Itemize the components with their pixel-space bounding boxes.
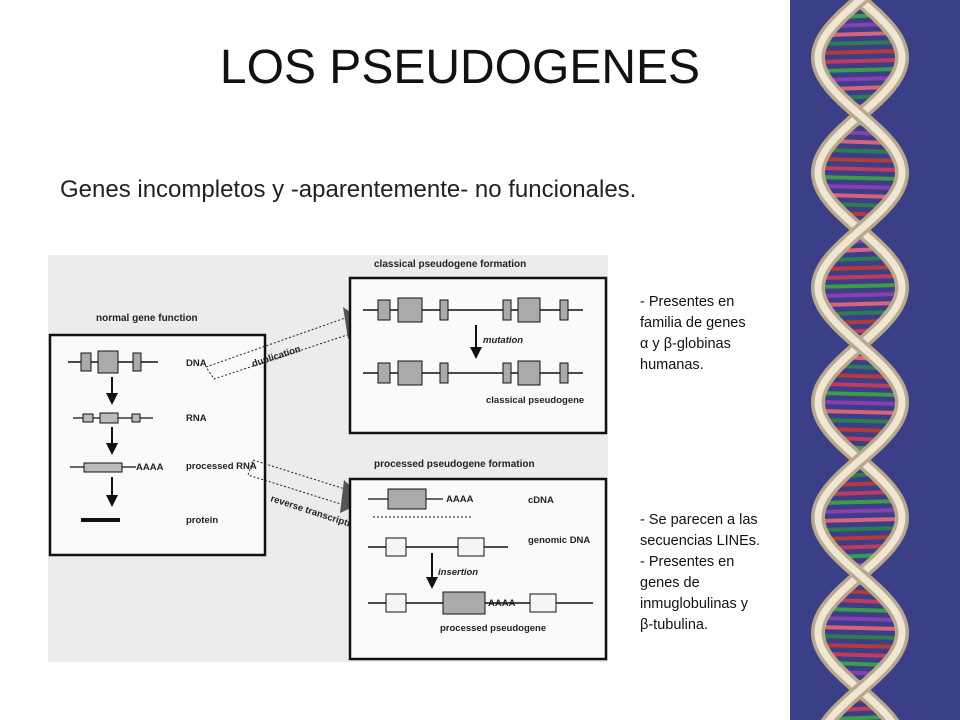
note-line: β-tubulina. (640, 617, 708, 633)
pseudogene-diagram: normal gene function AAAA DNA RNA proces… (48, 255, 608, 662)
insertion-label: insertion (438, 567, 478, 578)
note-lines-tubulin: - Se parecen a las secuencias LINEs. - P… (640, 510, 790, 636)
stage-label-protein: protein (186, 515, 218, 526)
normal-gene-title: normal gene function (96, 313, 198, 324)
note-line: inmuglobulinas y (640, 596, 749, 612)
note-line: humanas. (640, 357, 704, 373)
classical-pseudogene-title: classical pseudogene formation (374, 259, 526, 270)
mutation-label: mutation (483, 335, 523, 346)
note-globins: - Presentes en familia de genes α y β-gl… (640, 292, 790, 376)
processed-pseudogene-label: processed pseudogene (440, 623, 546, 634)
note-line: - Se parecen a las (640, 512, 758, 528)
stage-label-dna: DNA (186, 358, 207, 369)
genomic-dna-label: genomic DNA (528, 535, 590, 546)
note-line: secuencias LINEs. (640, 533, 761, 549)
note-line: familia de genes (640, 315, 746, 331)
cdna-label: cDNA (528, 495, 554, 506)
note-line: genes de (640, 575, 700, 591)
stage-label-rna: RNA (186, 413, 207, 424)
classical-pseudogene-label: classical pseudogene (486, 395, 584, 406)
stage-label-processed-rna: processed RNA (186, 461, 257, 472)
slide-subtitle: Genes incompletos y -aparentemente- no f… (60, 176, 637, 203)
slide-title: LOS PSEUDOGENES (219, 41, 701, 94)
processed-pseudogene-title: processed pseudogene formation (374, 459, 535, 470)
polya-tail-cdna: AAAA (446, 494, 474, 505)
dna-helix-image (790, 0, 960, 720)
note-line: α y β-globinas (640, 336, 731, 352)
note-line: - Presentes en (640, 554, 735, 570)
polya-tail-insert: AAAA (488, 598, 516, 609)
note-line: - Presentes en (640, 294, 735, 310)
polya-tail-normal: AAAA (136, 462, 164, 473)
